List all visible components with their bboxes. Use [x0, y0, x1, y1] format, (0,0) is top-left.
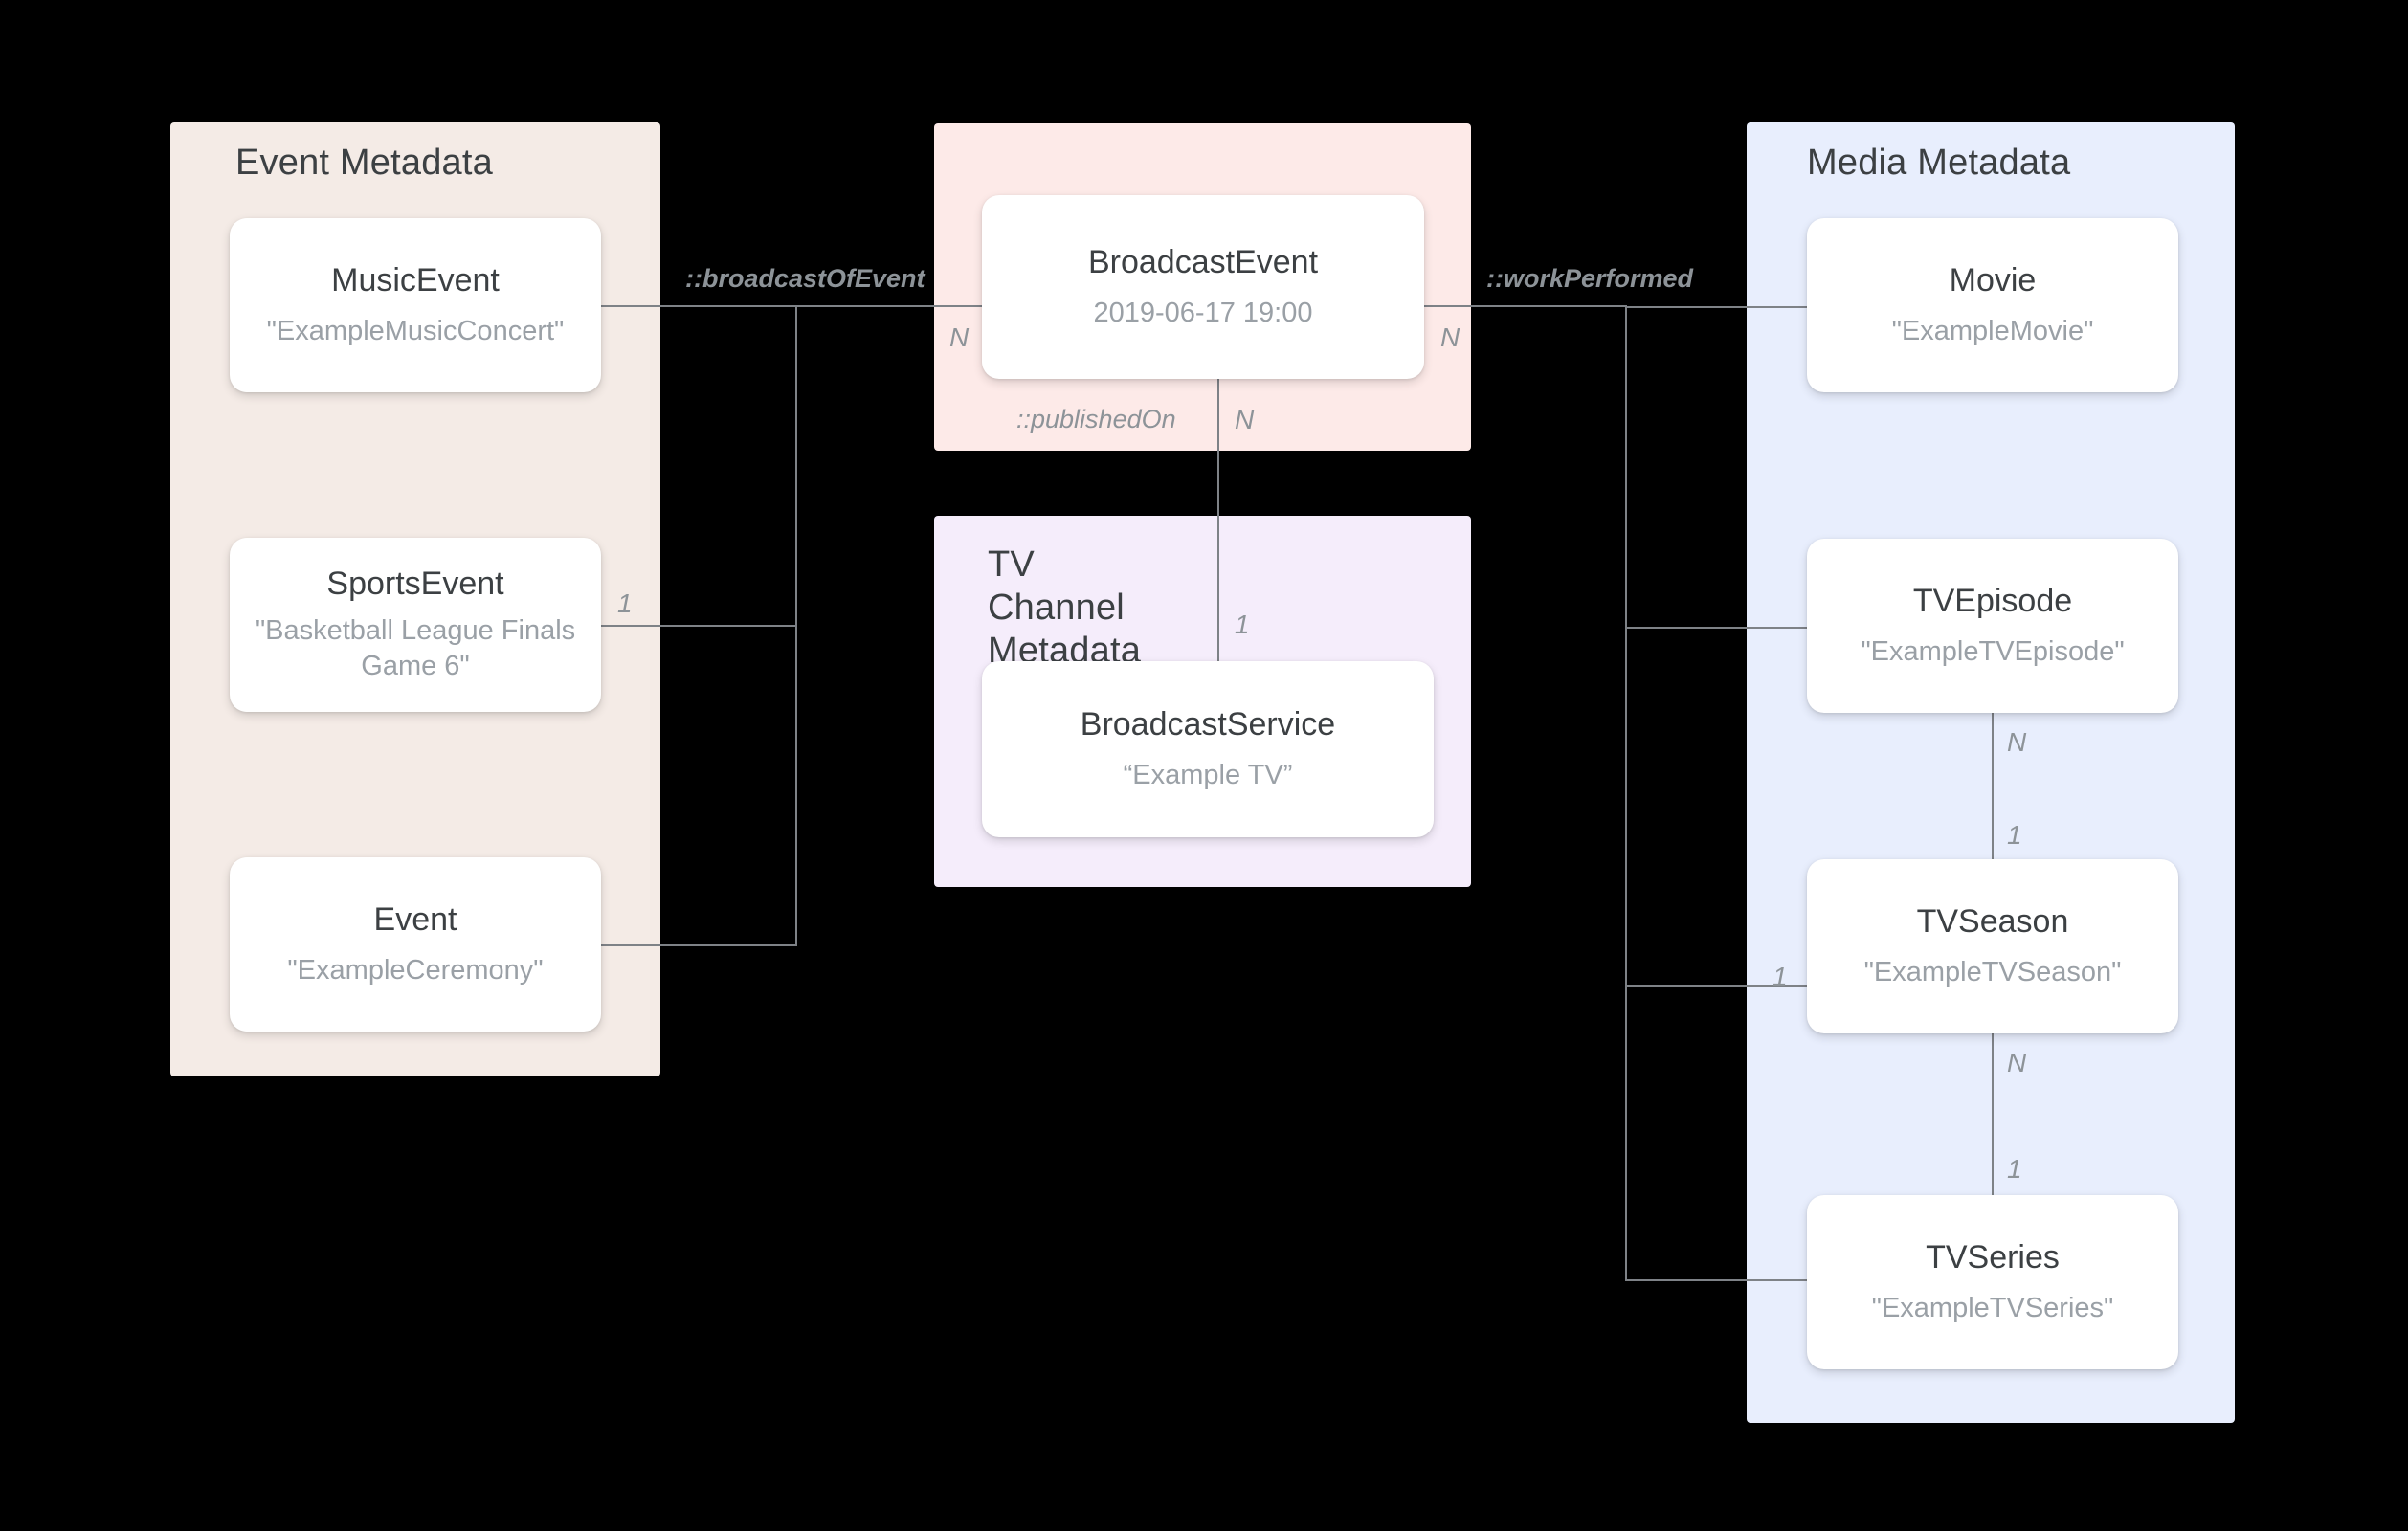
node-title: TVSeason	[1916, 903, 2069, 941]
cardinality-broadcast-event-right: N	[1440, 322, 1460, 352]
node-value: "ExampleTVSeries"	[1871, 1292, 2114, 1323]
edge-bus-to-movie	[1625, 306, 1809, 308]
cardinality-tv-season-to-series-n: N	[2007, 1048, 2027, 1077]
node-value: “Example TV”	[1123, 759, 1293, 790]
node-title: SportsEvent	[326, 566, 504, 603]
cardinality-tv-season-to-series-1: 1	[2007, 1154, 2022, 1184]
node-value: "ExampleTVEpisode"	[1861, 635, 2125, 667]
node-value: "Basketball League Finals Game 6"	[255, 615, 576, 682]
node-title: BroadcastEvent	[1087, 244, 1319, 281]
cardinality-published-on-bottom: 1	[1235, 610, 1250, 639]
node-value: "ExampleTVSeason"	[1863, 956, 2122, 987]
node-broadcast-service[interactable]: BroadcastService “Example TV”	[982, 661, 1434, 837]
node-value: "ExampleMovie"	[1891, 315, 2094, 346]
cardinality-sports-event: 1	[617, 588, 633, 618]
node-title: TVEpisode	[1912, 583, 2073, 620]
node-title: BroadcastService	[1080, 706, 1336, 743]
edge-sports-event-to-bus	[601, 625, 797, 627]
edge-broadcast-event-to-right-bus	[1424, 305, 1627, 307]
edge-bus-to-tv-series	[1625, 1279, 1809, 1281]
group-title-event-metadata: Event Metadata	[235, 143, 493, 183]
edge-tv-season-to-tv-series	[1992, 1033, 1994, 1195]
cardinality-tv-season-left: 1	[1773, 962, 1788, 991]
relationship-label-work-performed: ::workPerformed	[1486, 264, 1694, 293]
cardinality-published-on-top: N	[1235, 405, 1255, 434]
node-title: MusicEvent	[331, 262, 500, 300]
group-title-tv-channel-metadata: TV Channel Metadata	[988, 544, 1142, 671]
node-music-event[interactable]: MusicEvent "ExampleMusicConcert"	[230, 218, 601, 392]
edge-bus-to-tv-episode	[1625, 627, 1809, 629]
node-value: "ExampleMusicConcert"	[266, 315, 565, 346]
node-sports-event[interactable]: SportsEvent "Basketball League Finals Ga…	[230, 538, 601, 712]
node-tv-season[interactable]: TVSeason "ExampleTVSeason"	[1807, 859, 2178, 1033]
edge-bus-to-tv-season	[1625, 985, 1809, 987]
edge-published-on	[1217, 379, 1219, 661]
node-movie[interactable]: Movie "ExampleMovie"	[1807, 218, 2178, 392]
cardinality-tv-episode-to-season-n: N	[2007, 727, 2027, 757]
cardinality-tv-episode-to-season-1: 1	[2007, 820, 2022, 850]
cardinality-broadcast-event-left: N	[949, 322, 970, 352]
node-tv-episode[interactable]: TVEpisode "ExampleTVEpisode"	[1807, 539, 2178, 713]
relationship-label-broadcast-of-event: ::broadcastOfEvent	[685, 264, 925, 293]
node-title: Event	[373, 901, 457, 939]
edge-event-to-bus	[601, 944, 797, 946]
node-title: TVSeries	[1926, 1239, 2060, 1276]
edge-bus-to-broadcast-event	[601, 305, 984, 307]
edge-right-bus	[1625, 305, 1627, 1279]
node-event[interactable]: Event "ExampleCeremony"	[230, 857, 601, 1032]
node-value: "ExampleCeremony"	[287, 954, 544, 986]
node-broadcast-event[interactable]: BroadcastEvent 2019-06-17 19:00	[982, 195, 1424, 379]
node-tv-series[interactable]: TVSeries "ExampleTVSeries"	[1807, 1195, 2178, 1369]
edge-tv-episode-to-tv-season	[1992, 713, 1994, 859]
node-title: Movie	[1949, 262, 2037, 300]
node-value: 2019-06-17 19:00	[1093, 297, 1313, 328]
relationship-label-published-on: ::publishedOn	[1016, 405, 1176, 433]
group-title-media-metadata: Media Metadata	[1807, 143, 2071, 183]
